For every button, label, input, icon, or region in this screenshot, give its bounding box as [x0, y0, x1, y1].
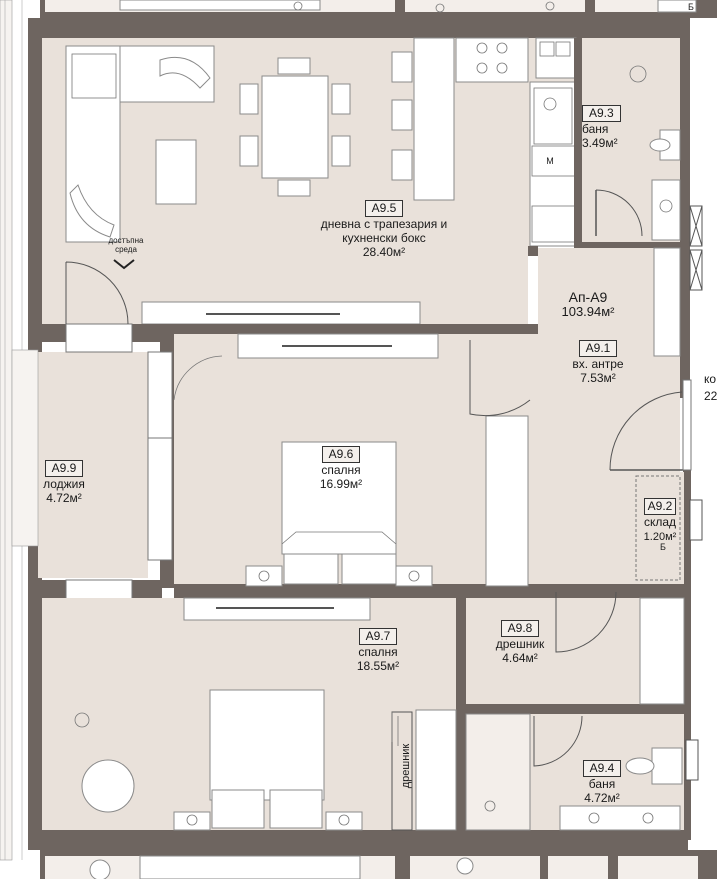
accessible-note: достъпна среда: [96, 236, 156, 254]
room-area: 4.72м²: [46, 491, 82, 505]
apartment-label: Ап-А9 103.94м²: [540, 290, 636, 319]
room-name-line2: кухненски бокс: [342, 231, 426, 245]
storage-letter: Б: [660, 542, 666, 552]
room-label-entry: A9.1 вх. антре 7.53м²: [556, 340, 640, 385]
fridge-mark: М: [546, 156, 554, 166]
room-name: баня: [582, 122, 609, 136]
room-code: A9.6: [321, 446, 361, 463]
room-name: спалня: [321, 463, 361, 477]
room-name: спалня: [358, 645, 398, 659]
top-letter: Б: [688, 2, 694, 12]
room-code: A9.7: [358, 628, 398, 645]
room-area: 1.20м²: [643, 531, 677, 543]
apartment-area: 103.94м²: [561, 304, 615, 319]
room-storage: [632, 472, 703, 584]
room-code: A9.9: [44, 460, 84, 477]
room-label-bathroom-2: A9.4 баня 4.72м²: [574, 760, 630, 805]
room-name: дрешник: [495, 637, 545, 651]
room-name: вх. антре: [572, 357, 624, 371]
accessible-line2: среда: [115, 245, 137, 254]
room-name: баня: [588, 777, 616, 791]
room-area: 4.72м²: [584, 791, 620, 805]
room-area: 3.49м²: [582, 136, 618, 150]
room-label-storage: A9.2 склад 1.20м²: [634, 498, 686, 544]
room-code: A9.4: [582, 760, 622, 777]
room-living-kitchen: [42, 37, 579, 326]
accessible-marker-icon: [113, 259, 135, 270]
room-bathroom-1: [582, 38, 703, 291]
room-bedroom-1: [173, 333, 538, 587]
room-area: 7.53м²: [580, 371, 616, 385]
room-name-line1: дневна с трапезария и: [320, 217, 448, 231]
room-label-bathroom-1: A9.3 баня 3.49м²: [582, 105, 638, 150]
room-bedroom-2: [42, 597, 457, 831]
accessible-line1: достъпна: [108, 236, 144, 245]
room-label-loggia: A9.9 лоджия 4.72м²: [34, 460, 94, 505]
adjacent-unit-top: [40, 0, 717, 18]
room-name: лоджия: [43, 477, 85, 491]
room-wardrobe: [466, 591, 685, 705]
room-code: A9.5: [364, 200, 404, 217]
room-label-bedroom-2: A9.7 спалня 18.55м²: [340, 628, 416, 673]
room-area: 18.55м²: [356, 659, 400, 673]
room-code: A9.3: [582, 105, 621, 122]
room-label-wardrobe: A9.8 дрешник 4.64м²: [484, 620, 556, 665]
room-area: 4.64м²: [502, 651, 538, 665]
room-label-bedroom-1: A9.6 спалня 16.99м²: [306, 446, 376, 491]
edge-label-bottom: 22: [704, 389, 717, 403]
apartment-code: Ап-А9: [568, 289, 608, 305]
room-area: 16.99м²: [319, 477, 363, 491]
room-area: 28.40м²: [362, 245, 406, 259]
room-code: A9.2: [643, 498, 677, 515]
room-code: A9.1: [578, 340, 618, 357]
room-code: A9.8: [500, 620, 540, 637]
room-name: склад: [643, 515, 677, 529]
room-label-living: A9.5 дневна с трапезария и кухненски бок…: [296, 200, 472, 259]
room-bathroom-2: [465, 713, 699, 831]
edge-label-top: ко: [704, 372, 717, 386]
wardrobe-vertical-label: дрешник: [400, 743, 412, 789]
